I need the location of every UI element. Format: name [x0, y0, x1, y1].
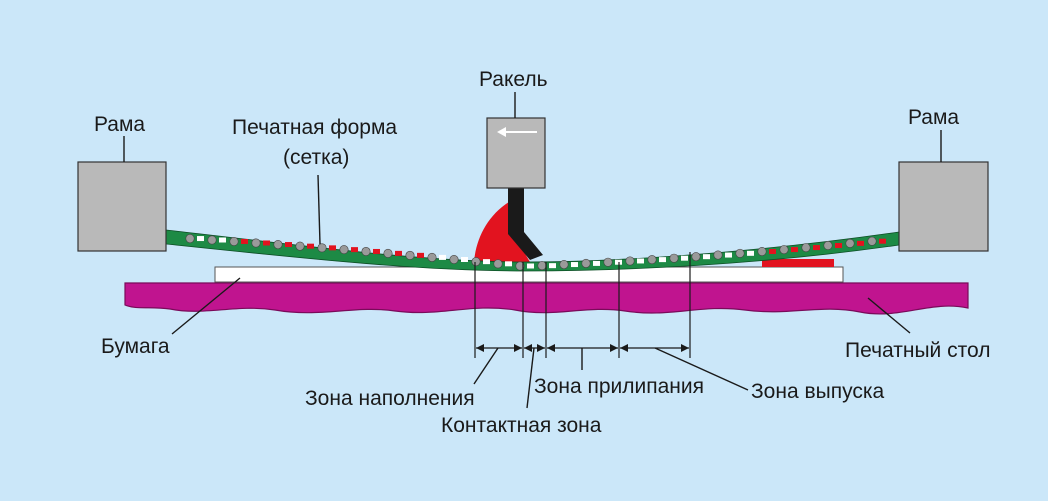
frame-right	[898, 161, 989, 252]
mesh-opening	[219, 237, 226, 243]
leader-filling-zone	[473, 347, 499, 385]
mesh-filament	[625, 256, 635, 266]
mesh-filament	[559, 260, 569, 270]
mesh-filament	[207, 235, 217, 245]
mesh-filament	[515, 261, 525, 271]
mesh-filament	[647, 255, 657, 265]
label-contact-zone: Контактная зона	[441, 414, 602, 437]
mesh-filament	[361, 246, 371, 256]
mesh-opening	[835, 243, 842, 249]
mesh-opening	[329, 245, 336, 251]
mesh-filament	[757, 246, 767, 256]
mesh-opening	[791, 247, 798, 253]
mesh-filament	[251, 238, 261, 248]
leader-release-zone	[654, 347, 749, 391]
frame-left	[77, 161, 167, 252]
mesh-opening	[637, 258, 644, 264]
mesh-opening	[571, 262, 578, 268]
mesh-filament	[493, 259, 503, 269]
arrow-head	[681, 344, 689, 352]
mesh-filament	[405, 250, 415, 260]
arrow-head	[524, 344, 532, 352]
arrow-head	[537, 344, 545, 352]
squeegee-blade	[508, 170, 543, 260]
mesh-opening	[373, 248, 380, 254]
mesh-filament	[317, 243, 327, 253]
label-frame-right: Рама	[908, 106, 959, 129]
mesh-filament	[449, 255, 459, 265]
label-filling-zone: Зона наполнения	[305, 387, 475, 410]
label-printing-form: Печатная форма	[232, 116, 397, 139]
mesh-opening	[857, 240, 864, 246]
arrow-head	[547, 344, 555, 352]
mesh-opening	[417, 252, 424, 258]
mesh-filament	[273, 240, 283, 250]
zone-dimension-arrows	[476, 344, 689, 352]
mesh-filament	[427, 252, 437, 262]
mesh-filament	[691, 252, 701, 262]
mesh-filament	[603, 257, 613, 267]
leader-paper	[171, 277, 241, 335]
label-paper: Бумага	[101, 335, 170, 358]
ink-deposit-right	[762, 259, 834, 267]
mesh-opening	[285, 242, 292, 248]
mesh-filaments	[185, 234, 886, 271]
ink-bead	[474, 200, 530, 262]
mesh-opening	[549, 263, 556, 269]
mesh-filament	[735, 248, 745, 258]
arrow-head	[620, 344, 628, 352]
direction-arrow-icon	[497, 127, 537, 137]
squeegee-holder	[486, 117, 546, 189]
arrow-head	[476, 344, 484, 352]
mesh-opening	[747, 250, 754, 256]
mesh-filament	[823, 241, 833, 251]
mesh-opening	[351, 247, 358, 253]
mesh-opening	[527, 263, 534, 269]
mesh-opening	[813, 245, 820, 251]
mesh-filament	[295, 241, 305, 251]
mesh-filament	[537, 261, 547, 271]
leader-printing-table	[867, 297, 911, 334]
mesh-opening	[681, 255, 688, 261]
mesh-opening	[307, 243, 314, 249]
mesh-opening	[659, 257, 666, 263]
mesh-opening	[395, 250, 402, 256]
mesh-filament	[339, 245, 349, 255]
mesh-filament	[669, 253, 679, 263]
mesh-filament	[801, 243, 811, 253]
mesh-opening	[439, 254, 446, 260]
mesh-opening	[483, 259, 490, 265]
mesh-opening	[197, 236, 204, 242]
label-release-zone: Зона выпуска	[751, 380, 885, 403]
mesh-filament	[713, 250, 723, 260]
arrow-head	[610, 344, 618, 352]
mesh-filament	[779, 245, 789, 255]
mesh-filament	[581, 258, 591, 268]
arrow-head	[514, 344, 522, 352]
mesh-opening	[593, 260, 600, 266]
label-printing-table: Печатный стол	[845, 339, 990, 362]
mesh-opening	[241, 238, 248, 244]
mesh-filament	[185, 234, 195, 244]
mesh-opening	[769, 248, 776, 254]
mesh-opening	[725, 252, 732, 258]
mesh-filament	[867, 236, 877, 246]
leader-printing-form	[317, 174, 321, 245]
mesh-opening	[879, 238, 886, 244]
mesh-opening	[505, 261, 512, 267]
leader-contact-zone	[526, 347, 535, 409]
mesh-filament	[471, 257, 481, 267]
mesh-opening	[703, 254, 710, 260]
label-printing-form-sub: (сетка)	[283, 146, 349, 169]
label-frame-left: Рама	[94, 113, 145, 136]
label-squeegee: Ракель	[479, 68, 548, 91]
mesh-opening	[461, 257, 468, 263]
mesh-filament	[383, 248, 393, 258]
mesh-filament	[845, 238, 855, 248]
mesh-filament	[229, 236, 239, 246]
mesh-opening	[263, 240, 270, 246]
label-adhesion-zone: Зона прилипания	[534, 375, 704, 398]
